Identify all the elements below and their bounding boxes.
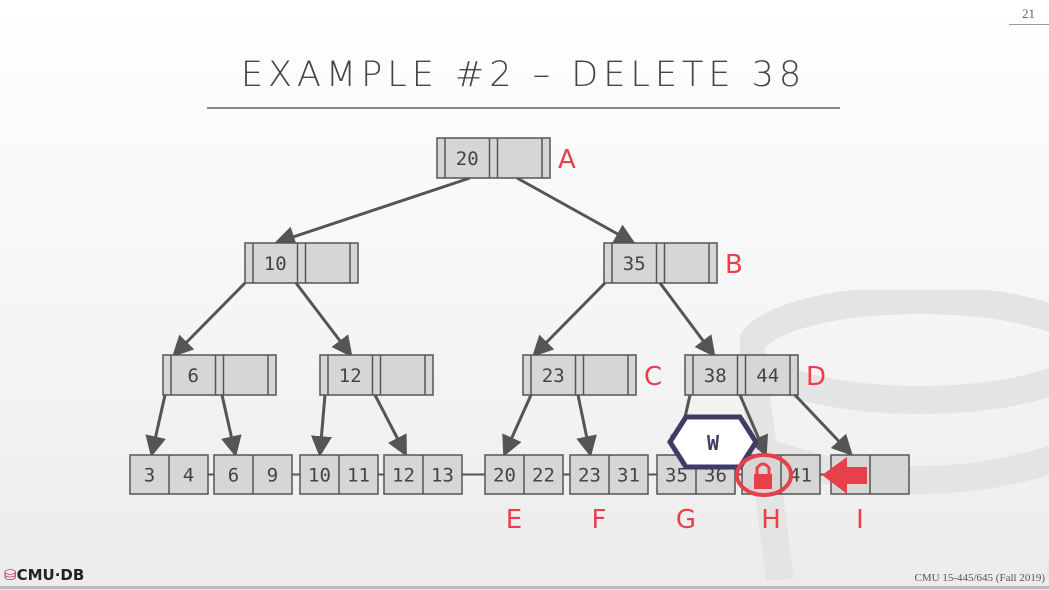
leaf-label: H [761, 505, 781, 535]
leaf-key: 36 [704, 465, 727, 487]
footer-course: CMU 15-445/645 (Fall 2019) [914, 572, 1045, 584]
leaf-key: 3 [144, 465, 155, 487]
child-pointer-arrow [274, 176, 471, 247]
node-level2-box [522, 354, 637, 396]
node-level1: 35 B [603, 242, 743, 284]
leaf-key: 31 [617, 465, 640, 487]
footer-rule [0, 586, 1049, 589]
leaf-node: 23 31F [569, 454, 649, 535]
node-level2: 6 [162, 354, 277, 396]
leaf-key: 22 [532, 465, 555, 487]
slide-number: 21 [1022, 6, 1035, 21]
leaf-key: 20 [493, 465, 516, 487]
write-latch-badge: W [667, 414, 759, 470]
leaf-key: 11 [347, 465, 370, 487]
cmu-db-logo: ⛁CMU·DB [4, 566, 84, 584]
leaf-key: 12 [392, 465, 415, 487]
node-level1-label: B [725, 250, 743, 280]
leaf-key: 13 [431, 465, 454, 487]
lock-body [754, 474, 772, 489]
child-pointer-arrow [373, 394, 407, 457]
child-pointer-arrow [532, 281, 607, 357]
leaf-node: 10 11 [299, 454, 379, 495]
leaf-key: 35 [665, 465, 688, 487]
child-pointer-arrow [294, 282, 353, 358]
node-level1-key: 10 [264, 253, 287, 275]
child-pointer-arrow [738, 394, 768, 457]
child-pointer-arrow [658, 282, 716, 358]
arrow-left-icon [822, 457, 867, 494]
node-level1: 10 [244, 242, 359, 284]
leaf-label: I [856, 505, 864, 535]
node-root: 20 A [436, 137, 576, 179]
leaf-node: 35 36G [656, 454, 736, 535]
latch-hexagon [667, 414, 759, 470]
node-root-label: A [558, 145, 576, 175]
leaf-key: 4 [183, 465, 194, 487]
node-level2-box [684, 354, 799, 396]
child-pointer-arrow [310, 394, 332, 458]
child-pointer-arrow [220, 394, 242, 458]
node-level2-key: 44 [756, 365, 779, 387]
node-level2-key: 6 [188, 365, 199, 387]
node-level1-key: 35 [623, 253, 646, 275]
node-level2-label: C [644, 362, 662, 392]
node-level2-key: 23 [542, 365, 565, 387]
leaf-label: F [592, 505, 607, 535]
lock-highlight-circle [735, 453, 793, 497]
node-level2-key: 38 [704, 365, 727, 387]
node-root-key: 20 [456, 148, 479, 170]
title-rule [207, 107, 840, 109]
footer-logo-text: CMU·DB [16, 566, 85, 584]
node-level2: 23 C [522, 354, 662, 396]
child-pointer-arrow [172, 281, 247, 357]
slide-title: EXAMPLE #2 – DELETE 38 [240, 55, 807, 95]
node-level2-box [162, 354, 277, 396]
child-pointer-arrow [145, 394, 167, 458]
leaf-key: 23 [578, 465, 601, 487]
leaf-label: E [506, 505, 522, 535]
leaf-node: 20 22E [484, 454, 564, 535]
slide-number-rule [1009, 24, 1049, 25]
node-level2: 12 [319, 354, 434, 396]
leaf-key: 10 [308, 465, 331, 487]
node-level2-box [319, 354, 434, 396]
lock-icon [735, 453, 793, 497]
leaf-key: 6 [228, 465, 239, 487]
node-root-box [436, 137, 551, 179]
leaf-key: 9 [267, 465, 278, 487]
child-pointer-arrow [502, 394, 533, 457]
leaf-label: G [676, 505, 696, 535]
leaf-key: 41 [789, 465, 812, 487]
node-level2: 38 44 D [684, 354, 826, 396]
lock-shackle [755, 462, 771, 474]
node-level1-box [603, 242, 718, 284]
child-pointer-arrow [576, 394, 597, 458]
latch-mode-text: W [707, 431, 720, 455]
child-pointer-arrow [516, 176, 636, 245]
node-level1-box [244, 242, 359, 284]
node-level2-key: 12 [339, 365, 362, 387]
overlay: W [667, 414, 867, 497]
database-logo-icon: ⛁ [4, 566, 17, 584]
node-level2-label: D [806, 362, 826, 392]
child-pointer-arrow [793, 393, 853, 457]
leaf-node: 12 13 [383, 454, 463, 495]
